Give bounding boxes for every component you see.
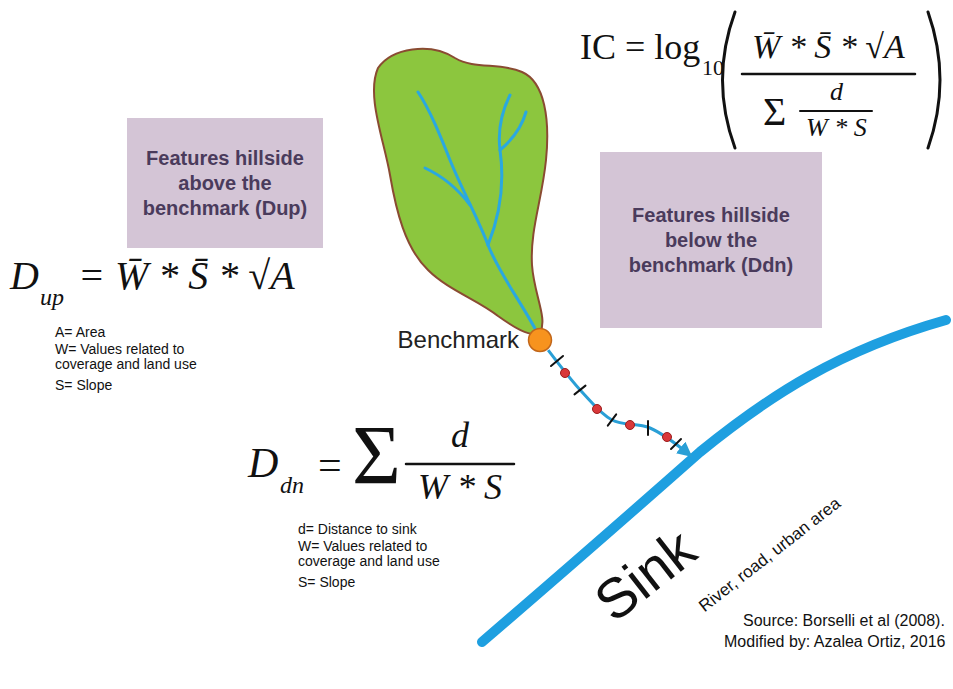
- subscript: 10: [702, 56, 724, 80]
- tick: [551, 356, 563, 366]
- benchmark-circle: [529, 329, 552, 352]
- stream: [500, 112, 526, 150]
- sum-symbol: Σ: [763, 90, 786, 134]
- stream: [418, 92, 538, 334]
- formula-text: D: [248, 440, 278, 486]
- point-label: Benchmark: [398, 326, 519, 354]
- formula-text: =: [318, 442, 342, 488]
- tick: [608, 414, 616, 425]
- segment-ticks: [551, 356, 681, 449]
- formula-strokes: [406, 12, 940, 464]
- box-text: Features hillside below the benchmark (D…: [610, 203, 812, 278]
- catchment: [374, 49, 547, 334]
- dot: [593, 405, 602, 414]
- variable-note: W= Values related to coverage and land u…: [298, 539, 458, 570]
- tick: [647, 421, 649, 435]
- sink-note: River, road, urban area: [695, 494, 844, 617]
- paren: [723, 12, 736, 148]
- formula-text: d: [830, 78, 843, 107]
- sum-symbol: Σ: [352, 410, 401, 502]
- formula-text: W * S: [418, 468, 502, 508]
- paren: [928, 12, 940, 148]
- feature-box: Features hillside above the benchmark (D…: [127, 118, 323, 248]
- flow-path: [548, 350, 690, 455]
- stream-network: [418, 92, 538, 334]
- formula-text: = W̄ * S̄ * √A: [78, 254, 295, 298]
- formula-text: W̄ * S̄ * √A: [752, 28, 905, 65]
- river: [482, 320, 946, 642]
- formula-text: IC = log: [580, 28, 700, 68]
- formula-text: d: [451, 416, 469, 456]
- subscript: dn: [280, 472, 304, 498]
- formula-text: D: [10, 254, 39, 298]
- dot: [561, 369, 570, 378]
- variable-note: A= Area: [55, 325, 105, 340]
- stream: [425, 168, 470, 205]
- fraction-bar: [742, 73, 915, 76]
- tick: [671, 439, 681, 449]
- cell-dots: [561, 369, 672, 442]
- box-text: Features hillside above the benchmark (D…: [137, 146, 313, 221]
- sink-title: Sink: [582, 516, 708, 634]
- benchmark-point: Benchmark: [527, 327, 553, 353]
- tick: [575, 386, 586, 395]
- feature-box: Features hillside below the benchmark (D…: [600, 152, 822, 328]
- variable-note: W= Values related to coverage and land u…: [55, 342, 215, 373]
- benchmark-circle: [527, 327, 553, 353]
- variable-note: S= Slope: [55, 378, 112, 393]
- source-note: Modified by: Azalea Ortiz, 2016: [724, 633, 945, 651]
- source-note: Source: Borselli et al (2008).: [743, 612, 945, 630]
- fraction-bar: [406, 463, 514, 466]
- formula-text: W * S: [806, 114, 867, 143]
- dot: [626, 421, 635, 430]
- fraction-bar: [800, 110, 872, 112]
- stream: [488, 95, 510, 245]
- variable-note: S= Slope: [298, 575, 355, 590]
- variable-note: d= Distance to sink: [298, 522, 417, 537]
- subscript: up: [40, 284, 64, 310]
- dot: [663, 433, 672, 442]
